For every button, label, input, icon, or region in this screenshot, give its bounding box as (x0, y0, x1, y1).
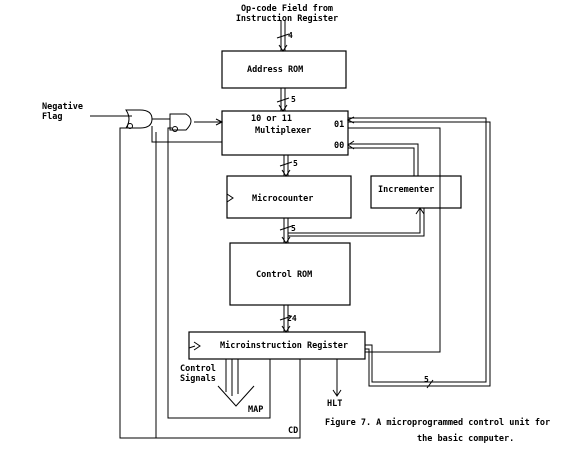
mux-select-label: 10 or 11 (251, 114, 292, 124)
register-clock-icon (193, 341, 201, 351)
address-rom-label: Address ROM (247, 65, 304, 75)
and-gate-icon (169, 113, 192, 131)
control-rom-label: Control ROM (256, 270, 313, 280)
microinstruction-register-label: Microinstruction Register (220, 341, 348, 351)
cd-line (119, 127, 301, 439)
address-bus-width: 5 (291, 95, 296, 104)
control-signals-bundle (225, 359, 239, 396)
map-label: MAP (248, 405, 264, 415)
opcode-input-label: Op-code Field from Instruction Register (235, 4, 339, 24)
negative-flag-label: Negative Flag (42, 102, 83, 122)
mux-00-arrow (347, 140, 355, 150)
register-clock-line (188, 345, 196, 349)
mux-bus-slash (279, 161, 293, 167)
mux-bus-width: 5 (293, 159, 298, 168)
counter-bus-slash (279, 225, 293, 231)
counter-bus-arrow (281, 236, 291, 244)
address-rom-box (221, 50, 347, 89)
address-bus-slash (276, 97, 290, 103)
opcode-bus-arrow (278, 44, 288, 52)
feedback-bus-slash (426, 379, 434, 389)
mux-to-counter-bus (283, 155, 289, 176)
register-select-loop (348, 127, 441, 353)
opcode-bus-slash (276, 33, 290, 39)
microcounter-clock-icon (226, 193, 234, 203)
hlt-label: HLT (327, 399, 343, 409)
control-signals-arrow (217, 385, 255, 407)
rom-bus-arrow (281, 325, 291, 333)
mux-bus-arrow (281, 169, 291, 177)
control-rom-box (229, 242, 351, 306)
control-signals-label: Control Signals (180, 364, 216, 384)
counter-to-rom-bus (283, 218, 289, 243)
figure-caption: Figure 7. A microprogrammed control unit… (325, 418, 551, 444)
map-line (167, 127, 271, 419)
incrementer-label: Incrementer (378, 185, 435, 195)
feedback-bus-inner (348, 121, 491, 387)
mux-port-01: 01 (334, 120, 345, 130)
mux-01-arrow (346, 116, 355, 124)
counter-bus-width: 5 (291, 224, 296, 233)
rom-bus-width: 24 (287, 314, 297, 323)
incrementer-box (370, 175, 462, 209)
microcounter-label: Microcounter (252, 194, 314, 204)
mux-port-00: 00 (334, 141, 345, 151)
and-gate-inverter-icon (172, 126, 178, 132)
mux-select-arrow (215, 118, 224, 126)
counter-to-incrementer-bus (288, 208, 425, 237)
feedback-bus-outer (348, 117, 487, 383)
feedback-bus-width: 5 (424, 375, 429, 384)
or-gate-inverter-icon (127, 123, 133, 129)
map-to-mux-line (151, 126, 222, 143)
incrementer-to-mux-bus (348, 143, 419, 176)
hlt-arrow (332, 389, 342, 397)
address-bus-arrow (278, 104, 288, 112)
or-gate-icon (125, 109, 153, 129)
rom-bus-slash (279, 315, 293, 321)
microcounter-box (226, 175, 352, 219)
opcode-bus-width: 4 (288, 31, 293, 40)
cd-label: CD (288, 426, 299, 436)
incrementer-input-arrow (415, 207, 425, 215)
multiplexer-label: Multiplexer (255, 126, 312, 136)
